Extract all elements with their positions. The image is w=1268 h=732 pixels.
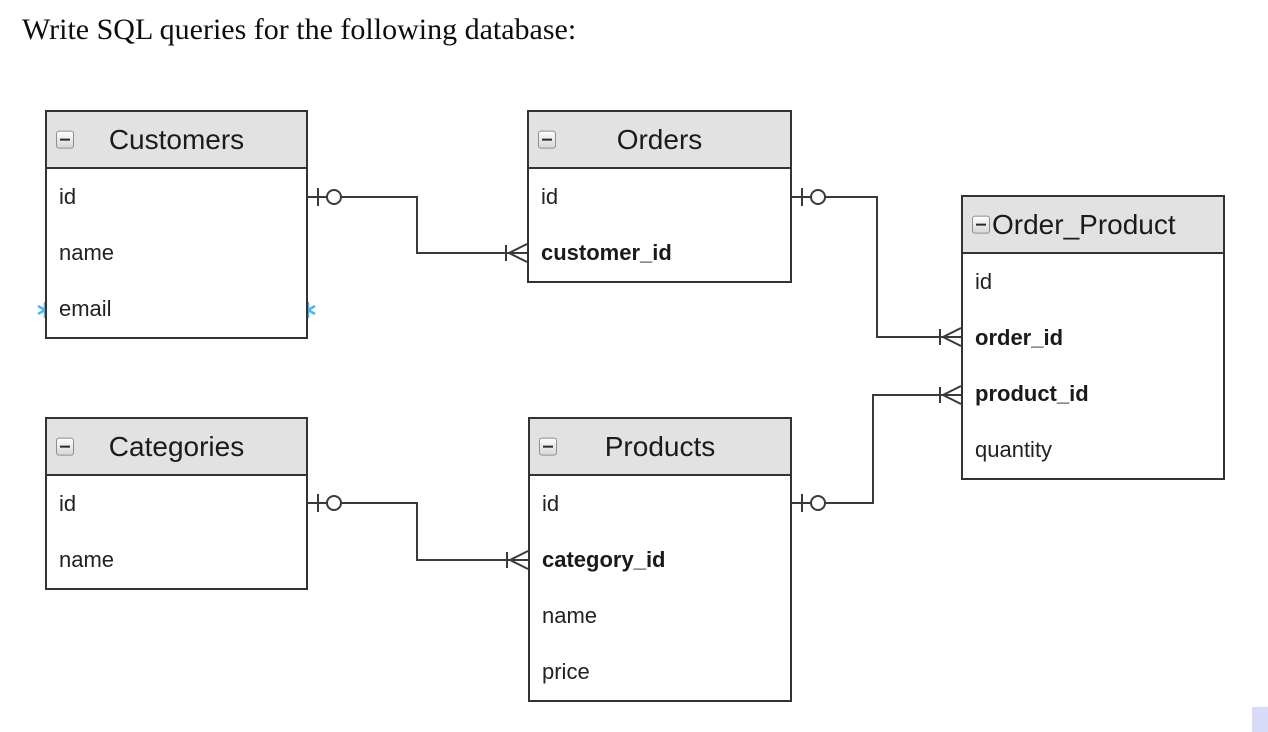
collapse-minus-icon[interactable] bbox=[56, 130, 74, 149]
field-products-id: id bbox=[542, 491, 560, 516]
connector-line bbox=[308, 196, 527, 254]
field-customers-id: id bbox=[59, 184, 77, 209]
field-order-product-quantity: quantity bbox=[975, 437, 1053, 462]
field-products-price: price bbox=[542, 659, 590, 684]
field-order-product-id: id bbox=[975, 269, 993, 294]
field-orders-customer-id: customer_id bbox=[541, 240, 672, 265]
field-products-category-id: category_id bbox=[542, 547, 666, 572]
zero-circle-icon bbox=[326, 189, 342, 205]
connector-line bbox=[792, 394, 961, 504]
crowfoot-icon bbox=[940, 385, 962, 405]
relationship-products-orderproduct bbox=[792, 385, 962, 512]
table-customers-header: Customers bbox=[47, 112, 306, 169]
connector-line bbox=[792, 196, 961, 338]
table-title: Categories bbox=[108, 430, 245, 462]
collapse-minus-icon[interactable] bbox=[538, 130, 556, 149]
relationship-categories-products bbox=[308, 494, 529, 570]
table-categories-header: Categories bbox=[47, 419, 306, 476]
table-products: Products id category_id name price bbox=[528, 417, 792, 702]
relationship-customers-orders bbox=[308, 188, 528, 263]
table-title: Products bbox=[604, 430, 716, 462]
field-orders-id: id bbox=[541, 184, 559, 209]
page-title: Write SQL queries for the following data… bbox=[22, 13, 577, 46]
table-title: Orders bbox=[616, 123, 703, 155]
field-products-name: name bbox=[542, 603, 598, 628]
zero-circle-icon bbox=[810, 189, 826, 205]
crowfoot-icon bbox=[507, 550, 529, 570]
field-categories-id: id bbox=[59, 491, 77, 516]
table-orders-header: Orders bbox=[529, 112, 790, 169]
table-order-product: Order_Product id order_id product_id qua… bbox=[961, 195, 1225, 480]
table-orders: Orders id customer_id bbox=[527, 110, 792, 283]
scrollbar-fragment[interactable] bbox=[1252, 707, 1268, 732]
zero-circle-icon bbox=[326, 495, 342, 511]
field-customers-name: name bbox=[59, 240, 115, 265]
table-categories: Categories id name bbox=[45, 417, 308, 590]
table-customers: Customers id name email bbox=[45, 110, 308, 339]
collapse-minus-icon[interactable] bbox=[539, 437, 557, 456]
table-order-product-header: Order_Product bbox=[963, 197, 1223, 254]
relationship-orders-orderproduct bbox=[792, 188, 962, 347]
zero-circle-icon bbox=[810, 495, 826, 511]
collapse-minus-icon[interactable] bbox=[56, 437, 74, 456]
table-title: Customers bbox=[108, 123, 245, 155]
field-order-product-order-id: order_id bbox=[975, 325, 1064, 350]
table-products-header: Products bbox=[530, 419, 790, 476]
crowfoot-icon bbox=[940, 327, 962, 347]
field-order-product-product-id: product_id bbox=[975, 381, 1089, 406]
table-title: Order_Product bbox=[992, 208, 1176, 240]
collapse-minus-icon[interactable] bbox=[972, 215, 990, 234]
crowfoot-icon bbox=[506, 243, 528, 263]
field-customers-email: email bbox=[59, 296, 112, 321]
connector-line bbox=[308, 502, 528, 561]
field-categories-name: name bbox=[59, 547, 115, 572]
